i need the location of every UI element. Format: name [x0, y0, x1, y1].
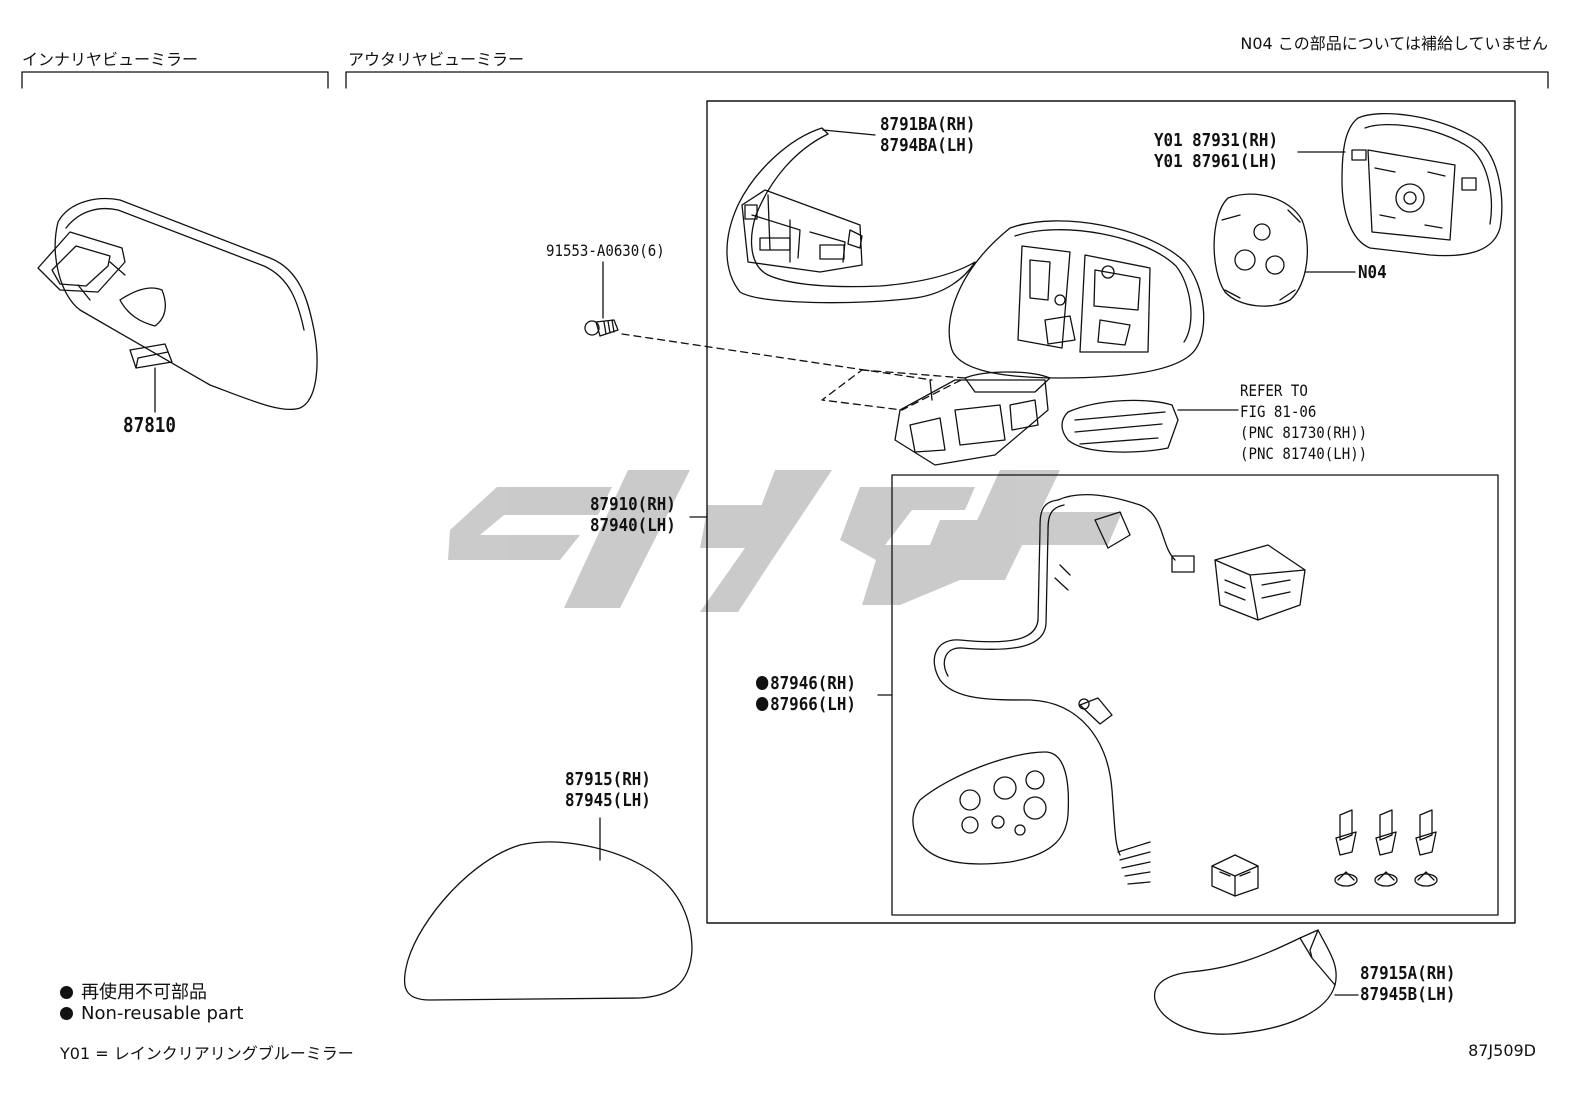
- part-lower-cover-rh: 87915A(RH): [1360, 963, 1456, 984]
- outer-mirror-header: アウタリヤビューミラー: [348, 50, 525, 69]
- turn-signal-drawing: [1061, 399, 1239, 453]
- part-frame-rh: 8791BA(RH): [880, 114, 976, 135]
- part-harness-rh: 87946(RH): [756, 673, 856, 694]
- connector-drawing: [1211, 854, 1259, 897]
- part-cover-rh: 87915(RH): [565, 769, 651, 790]
- wiring-harness-drawing: [877, 493, 1195, 885]
- mirror-frame-drawing: [726, 127, 976, 304]
- outer-mirror-bracket: [345, 71, 1549, 89]
- part-assy-rh: 87910(RH): [590, 494, 676, 515]
- part-frame-lh: 8794BA(LH): [880, 135, 976, 156]
- part-87810: 87810: [123, 413, 176, 437]
- legend-y01-note: Y01 = レインクリアリングブルーミラー: [60, 1044, 354, 1063]
- refer-line-3: (PNC 81730(RH)): [1240, 423, 1368, 442]
- legend-dot: [60, 986, 73, 999]
- mirror-glass-drawing: [1297, 113, 1503, 257]
- bulb-drawing: [1078, 697, 1113, 725]
- non-reusable-marker: [756, 676, 769, 690]
- outer-mirror-assembly-box: [706, 100, 1516, 924]
- part-screw: 91553-A0630(6): [546, 241, 665, 260]
- legend-non-reusable-en-text: Non-reusable part: [81, 1003, 244, 1024]
- inner-mirror-header: インナリヤビューミラー: [22, 50, 199, 69]
- mirror-body-drawing: [689, 220, 1205, 518]
- refer-line-2: FIG 81-06: [1240, 402, 1317, 421]
- mirror-motor-drawing: [1213, 193, 1356, 307]
- part-glass-lh: Y01 87961(LH): [1154, 151, 1278, 172]
- legend-non-reusable-ja: 再使用不可部品: [60, 978, 207, 1004]
- legend-dot: [60, 1007, 73, 1020]
- mirror-cover-drawing: [403, 817, 693, 1001]
- part-motor-n04: N04: [1358, 262, 1387, 283]
- figure-code: 87J509D: [1468, 1041, 1536, 1060]
- part-glass-rh: Y01 87931(RH): [1154, 130, 1278, 151]
- inner-mirror-drawing: [37, 197, 318, 413]
- part-harness-lh: 87966(LH): [756, 694, 856, 715]
- legend-non-reusable-en: Non-reusable part: [60, 1003, 243, 1024]
- refer-line-4: (PNC 81740(LH)): [1240, 444, 1368, 463]
- clips-drawing: [1334, 809, 1438, 887]
- part-cover-lh: 87945(LH): [565, 790, 651, 811]
- watermark-logo: [448, 470, 1122, 612]
- part-assy-lh: 87940(LH): [590, 515, 676, 536]
- lower-cover-drawing: [1153, 929, 1359, 1035]
- non-reusable-marker: [756, 697, 769, 711]
- part-lower-cover-lh: 87945B(LH): [1360, 984, 1456, 1005]
- screw-drawing: [584, 261, 966, 411]
- part-harness-rh-label: 87946(RH): [770, 673, 856, 694]
- mirror-base-plate-drawing: [912, 751, 1070, 865]
- supply-note: N04 この部品については補給していません: [1240, 34, 1548, 53]
- part-harness-lh-label: 87966(LH): [770, 694, 856, 715]
- actuator-drawing: [1214, 544, 1306, 621]
- inner-mirror-bracket: [21, 71, 329, 89]
- refer-line-1: REFER TO: [1240, 381, 1308, 400]
- legend-non-reusable-ja-text: 再使用不可部品: [81, 982, 207, 1003]
